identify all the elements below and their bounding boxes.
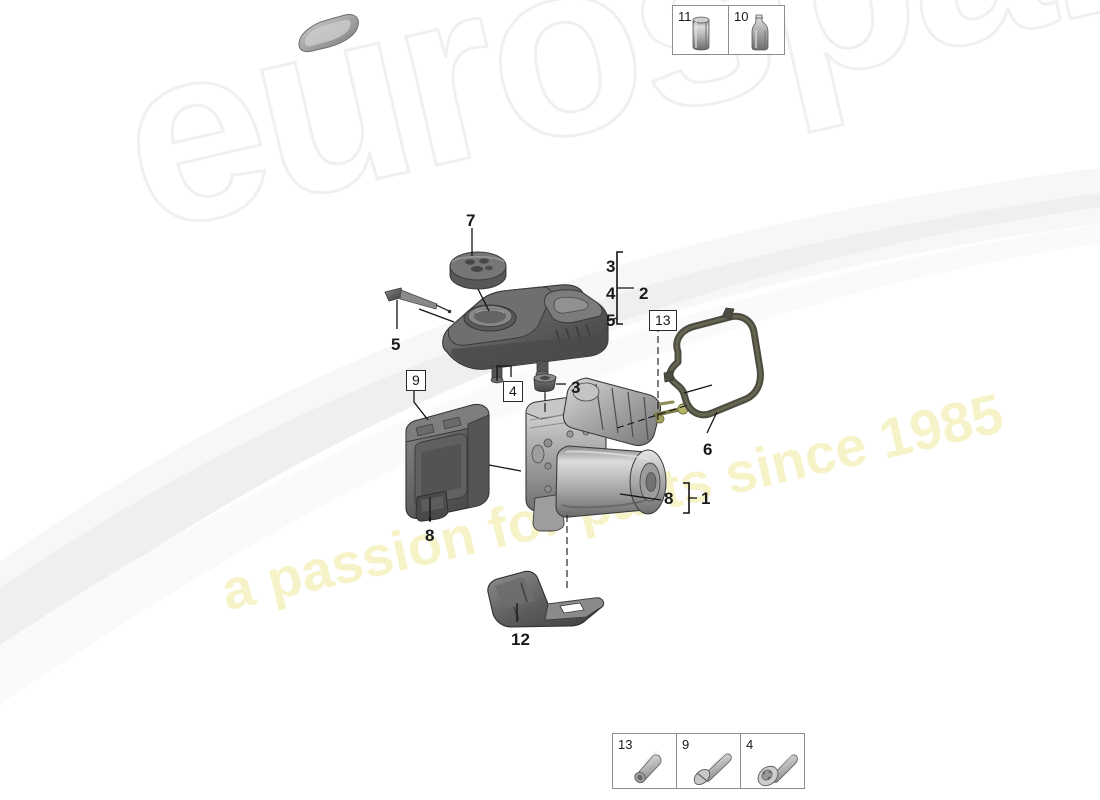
callout-8-module: 8 — [425, 526, 435, 545]
art-rubber-pad — [298, 14, 359, 53]
callout-7: 7 — [466, 211, 476, 230]
legend-top: 11 10 — [672, 5, 785, 55]
art-grommet-seal — [533, 373, 557, 392]
legend-num-10: 10 — [734, 9, 749, 24]
art-level-sensor — [384, 287, 452, 314]
legend-num-11: 11 — [678, 9, 692, 24]
boxed-callout-9: 9 — [406, 370, 426, 391]
callout-12: 12 — [511, 630, 530, 649]
art-filler-cap — [449, 251, 507, 290]
art-abs-control-module — [405, 403, 490, 522]
callout-1: 1 — [701, 489, 711, 508]
legend-item-4[interactable]: 4 — [741, 734, 804, 788]
boxed-callout-13: 13 — [649, 310, 677, 331]
art-gasket-seal-ring — [663, 307, 764, 419]
legend-item-10[interactable]: 10 — [729, 6, 784, 54]
pan-head-screw-icon — [693, 752, 732, 785]
leader-lines — [396, 228, 718, 622]
grease-cylinder-icon — [692, 16, 710, 51]
callout-6: 6 — [703, 440, 713, 459]
legend-item-9[interactable]: 9 — [677, 734, 741, 788]
boxed-callout-4: 4 — [503, 381, 523, 402]
fluid-bottle-icon — [751, 14, 769, 51]
legend-num-13: 13 — [618, 737, 633, 752]
legend-num-4: 4 — [746, 737, 754, 752]
callout-4-reservoir: 4 — [606, 284, 616, 303]
callout-8-unit: 8 — [664, 489, 674, 508]
callout-5-reservoir: 5 — [606, 311, 616, 330]
art-mounting-bracket — [487, 570, 605, 628]
legend-num-9: 9 — [682, 737, 690, 752]
legend-item-13[interactable]: 13 — [613, 734, 677, 788]
legend-item-11[interactable]: 11 — [673, 6, 729, 54]
art-abs-hydraulic-unit — [525, 377, 689, 532]
callout-3-reservoir: 3 — [606, 257, 616, 276]
callout-5-sensor: 5 — [391, 335, 401, 354]
sleeve-bushing-icon — [634, 750, 662, 784]
hex-flange-bolt-icon — [757, 753, 798, 787]
callout-2: 2 — [639, 284, 649, 303]
callout-3-grommet: 3 — [571, 378, 581, 397]
legend-bottom: 13 9 4 — [612, 733, 805, 789]
art-fluid-reservoir — [442, 284, 609, 384]
